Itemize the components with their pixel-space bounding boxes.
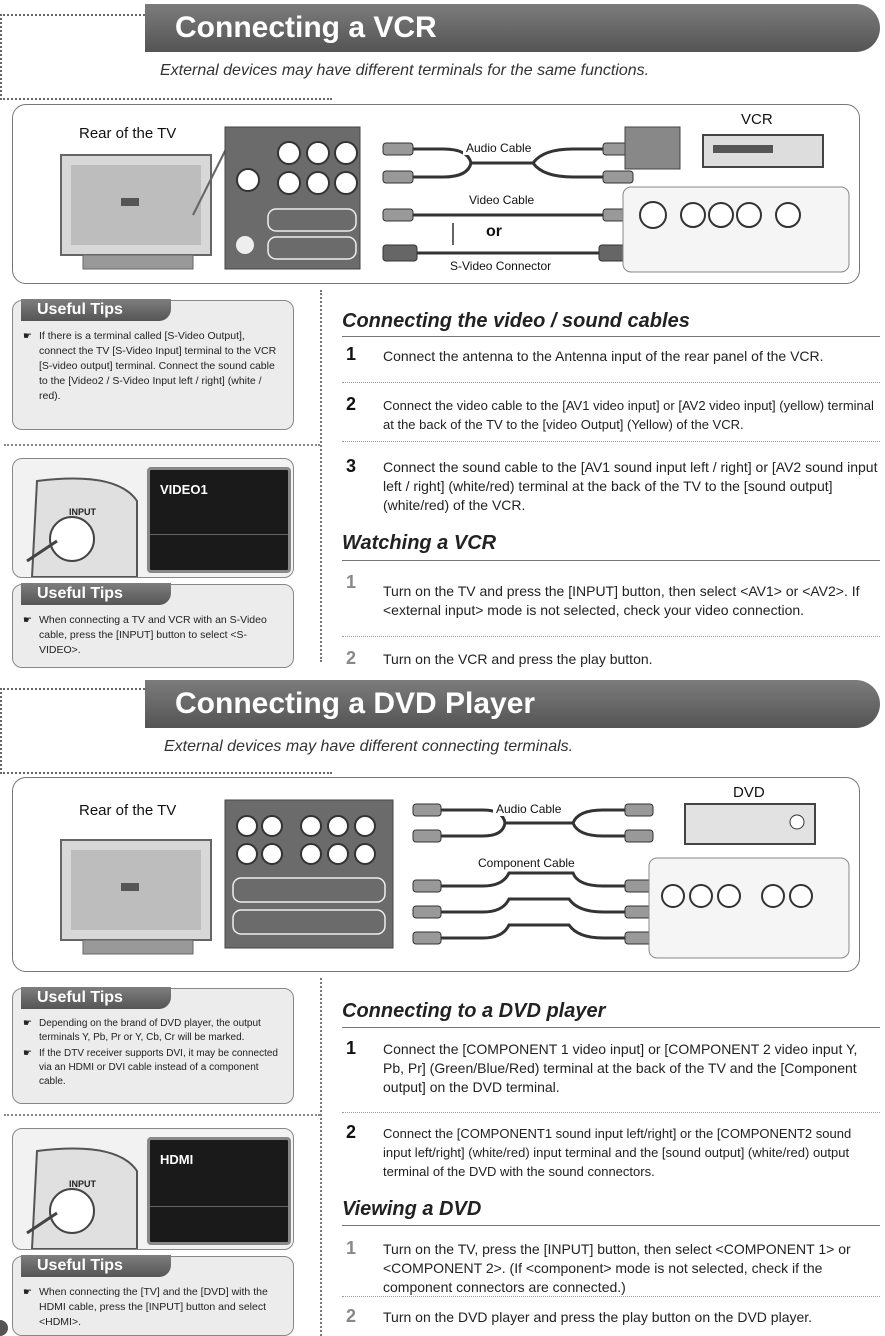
vcr-section-title: Connecting a VCR bbox=[123, 4, 880, 52]
vcr-connect-step-2: Connect the video cable to the [AV1 vide… bbox=[383, 398, 874, 432]
dvd-device-label: DVD bbox=[733, 784, 765, 801]
vcr-input-screen: INPUT VIDEO1 bbox=[12, 458, 294, 578]
vcr-rear-tv-label: Rear of the TV bbox=[79, 125, 177, 142]
vcr-diagram: Rear of the TV VCR Audio Cable Video Cab… bbox=[12, 104, 860, 284]
vcr-connect-cables-rule bbox=[342, 336, 880, 337]
dvd-viewing-rule bbox=[342, 1225, 880, 1226]
vcr-audio-cable-label: Audio Cable bbox=[463, 141, 535, 155]
dvd-step-number: 2 bbox=[346, 1306, 357, 1326]
dvd-connect-step-1: Connect the [COMPONENT 1 video input] or… bbox=[383, 1041, 858, 1095]
vcr-connect-step-3: Connect the sound cable to the [AV1 soun… bbox=[383, 459, 878, 513]
vcr-subtitle: External devices may have different term… bbox=[160, 62, 650, 79]
dvd-connecting-title: Connecting to a DVD player bbox=[342, 1000, 606, 1022]
remote-input-illustration bbox=[26, 1147, 138, 1249]
vcr-tips-divider bbox=[4, 444, 320, 446]
vcr-watch-step-2: Turn on the VCR and press the play butto… bbox=[383, 651, 653, 667]
vcr-tv-screen: VIDEO1 bbox=[147, 467, 291, 573]
dvd-tips-2-title: Useful Tips bbox=[21, 1255, 171, 1277]
vcr-useful-tips-1: Useful Tips If there is a terminal calle… bbox=[12, 299, 294, 430]
dvd-column-divider bbox=[320, 978, 322, 1336]
dvd-view-step-1: Turn on the TV, press the [INPUT] button… bbox=[383, 1241, 851, 1295]
vcr-tips-1-title: Useful Tips bbox=[21, 299, 171, 321]
vcr-watching-title: Watching a VCR bbox=[342, 532, 497, 554]
vcr-svideo-label: S-Video Connector bbox=[447, 259, 555, 273]
dvd-tv-screen: HDMI bbox=[147, 1137, 291, 1245]
dvd-input-screen: INPUT HDMI bbox=[12, 1128, 294, 1250]
dvd-tips-1-title: Useful Tips bbox=[21, 987, 171, 1009]
dvd-rear-tv-label: Rear of the TV bbox=[79, 802, 177, 819]
page-corner-marker bbox=[0, 1320, 8, 1336]
dvd-subtitle: External devices may have different conn… bbox=[164, 738, 574, 755]
vcr-watch-step-1: Turn on the TV and press the [INPUT] but… bbox=[383, 583, 860, 618]
dvd-useful-tips-1: Useful Tips Depending on the brand of DV… bbox=[12, 987, 294, 1104]
dvd-step-number: 2 bbox=[346, 1122, 357, 1142]
dvd-input-button-label: INPUT bbox=[69, 1179, 96, 1189]
dvd-useful-tips-2: Useful Tips When connecting the [TV] and… bbox=[12, 1255, 294, 1336]
dvd-diagram: Rear of the TV DVD Audio Cable Component… bbox=[12, 777, 860, 972]
vcr-tips-1-item: If there is a terminal called [S-Video O… bbox=[23, 329, 283, 404]
dvd-step-number: 1 bbox=[346, 1238, 357, 1258]
vcr-useful-tips-2: Useful Tips When connecting a TV and VCR… bbox=[12, 583, 294, 668]
vcr-watching-rule bbox=[342, 560, 880, 561]
dvd-osd-text: HDMI bbox=[160, 1152, 194, 1167]
vcr-step-number: 3 bbox=[346, 456, 357, 476]
remote-input-illustration bbox=[26, 477, 138, 577]
dvd-tips-2-item: When connecting the [TV] and the [DVD] w… bbox=[23, 1285, 283, 1330]
vcr-step-number: 2 bbox=[346, 648, 357, 668]
dvd-viewing-title: Viewing a DVD bbox=[342, 1198, 482, 1220]
dvd-section-title: Connecting a DVD Player bbox=[123, 680, 880, 728]
vcr-device-label: VCR bbox=[741, 111, 773, 128]
dvd-view-step-2: Turn on the DVD player and press the pla… bbox=[383, 1309, 813, 1325]
vcr-column-divider bbox=[320, 290, 322, 662]
vcr-video-cable-label: Video Cable bbox=[466, 193, 538, 207]
vcr-step-number: 1 bbox=[346, 344, 357, 364]
dvd-audio-cable-label: Audio Cable bbox=[493, 802, 565, 816]
dvd-tips-1-item: If the DTV receiver supports DVI, it may… bbox=[23, 1047, 283, 1089]
vcr-step-number: 1 bbox=[346, 572, 357, 592]
vcr-step-number: 2 bbox=[346, 394, 357, 414]
dvd-connect-step-2: Connect the [COMPONENT1 sound input left… bbox=[383, 1126, 852, 1179]
dvd-tips-divider bbox=[4, 1114, 320, 1116]
vcr-connect-step-1: Connect the antenna to the Antenna input… bbox=[383, 348, 824, 364]
vcr-diagram-art bbox=[60, 126, 850, 273]
dvd-step-number: 1 bbox=[346, 1038, 357, 1058]
dvd-connecting-rule bbox=[342, 1027, 880, 1028]
dvd-tips-1-item: Depending on the brand of DVD player, th… bbox=[23, 1017, 283, 1045]
vcr-input-button-label: INPUT bbox=[69, 507, 96, 517]
dvd-diagram-art bbox=[60, 799, 850, 959]
vcr-connect-cables-title: Connecting the video / sound cables bbox=[342, 310, 690, 332]
vcr-tips-2-title: Useful Tips bbox=[21, 583, 171, 605]
vcr-osd-text: VIDEO1 bbox=[160, 482, 208, 497]
dvd-component-cable-label: Component Cable bbox=[475, 856, 578, 870]
vcr-or-label: or bbox=[486, 223, 502, 240]
vcr-tips-2-item: When connecting a TV and VCR with an S-V… bbox=[23, 613, 283, 658]
